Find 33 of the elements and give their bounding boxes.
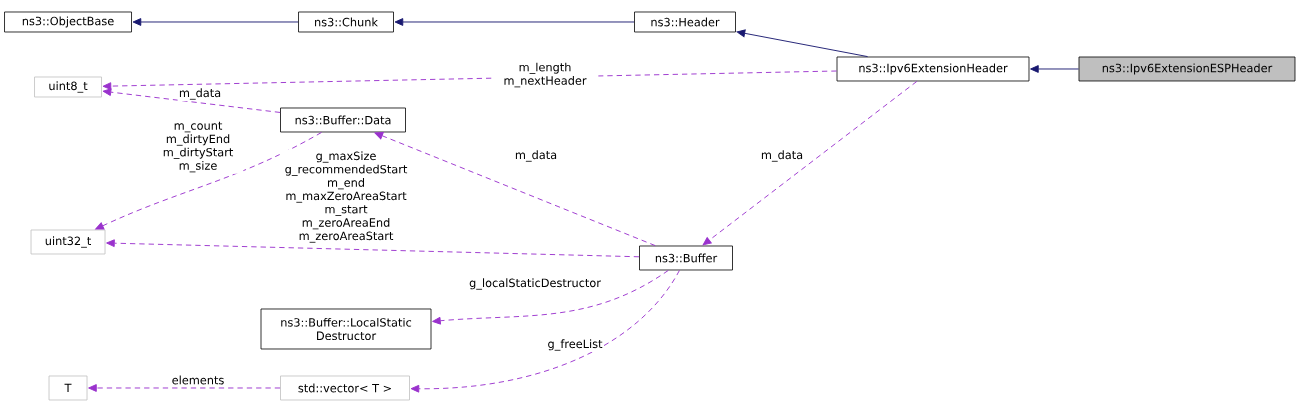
arrow <box>374 132 656 247</box>
arrow <box>88 384 281 392</box>
arrow <box>95 131 322 230</box>
edge-label: m_data <box>177 87 223 101</box>
edge-label: m_length m_nextHeader <box>491 61 599 89</box>
class-box: ns3::Buffer <box>639 245 733 271</box>
arrow <box>432 269 669 325</box>
class-box: ns3::Buffer::Data <box>280 107 406 133</box>
class-box: std::vector< T > <box>280 375 410 401</box>
edge-label: g_freeList <box>546 338 604 352</box>
arrow <box>102 88 281 113</box>
class-box: ns3::Buffer::LocalStatic Destructor <box>260 308 432 350</box>
arrow <box>394 18 635 26</box>
edge-label: elements <box>170 374 226 386</box>
arrow <box>132 18 299 26</box>
arrow <box>410 269 680 393</box>
class-box: ns3::Ipv6ExtensionESPHeader <box>1078 56 1296 82</box>
class-box: T <box>48 375 88 401</box>
arrow <box>702 80 918 246</box>
arrow <box>736 29 869 58</box>
arrow <box>1030 65 1080 73</box>
class-box: uint32_t <box>30 229 106 255</box>
edge-label: g_maxSize g_recommendedStart m_end m_maxZeroAreaStart m_start m_zeroAreaEnd m_zeroAreaStart <box>279 150 413 244</box>
class-box: ns3::Header <box>634 11 736 33</box>
edge-label: g_localStaticDestructor <box>467 277 603 291</box>
arrow <box>106 239 640 258</box>
class-box: ns3::ObjectBase <box>4 11 132 33</box>
class-box: ns3::Chunk <box>298 11 394 33</box>
edge-label: m_data <box>513 149 559 163</box>
class-box: uint8_t <box>34 76 102 98</box>
class-box: ns3::Ipv6ExtensionHeader <box>836 56 1030 82</box>
edge-label: m_count m_dirtyEnd m_dirtyStart m_size <box>152 120 244 174</box>
edge-label: m_data <box>759 149 805 163</box>
